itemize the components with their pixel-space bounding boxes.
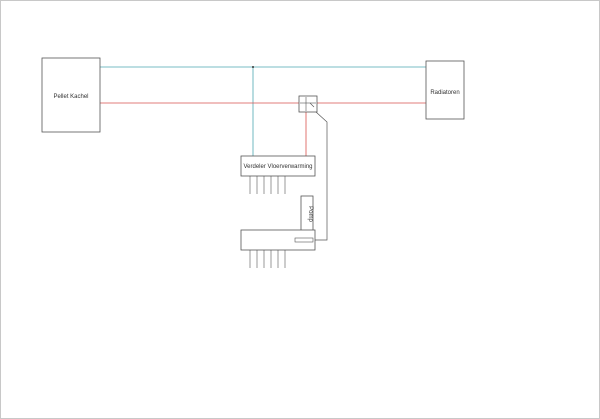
return-manifold-outlets xyxy=(249,250,286,268)
pomp-label: Pomp xyxy=(307,206,313,222)
radiatoren-label: Radiatoren xyxy=(430,90,459,96)
pellet-kachel-label: Pellet Kachel xyxy=(53,94,88,100)
verdeler-label: Verdeler Vloerverwarming xyxy=(243,164,312,170)
return-manifold xyxy=(240,229,316,251)
pomp-box: Pomp xyxy=(300,195,314,233)
verdeler-outlets xyxy=(249,176,286,194)
radiatoren-box: Radiatoren xyxy=(425,60,465,120)
mixing-valve xyxy=(298,95,318,113)
verdeler-manifold: Verdeler Vloerverwarming xyxy=(240,155,316,177)
supply-junction xyxy=(252,66,254,68)
pellet-kachel-box: Pellet Kachel xyxy=(41,57,101,133)
bypass-line xyxy=(314,111,328,241)
supply-line xyxy=(100,66,426,158)
